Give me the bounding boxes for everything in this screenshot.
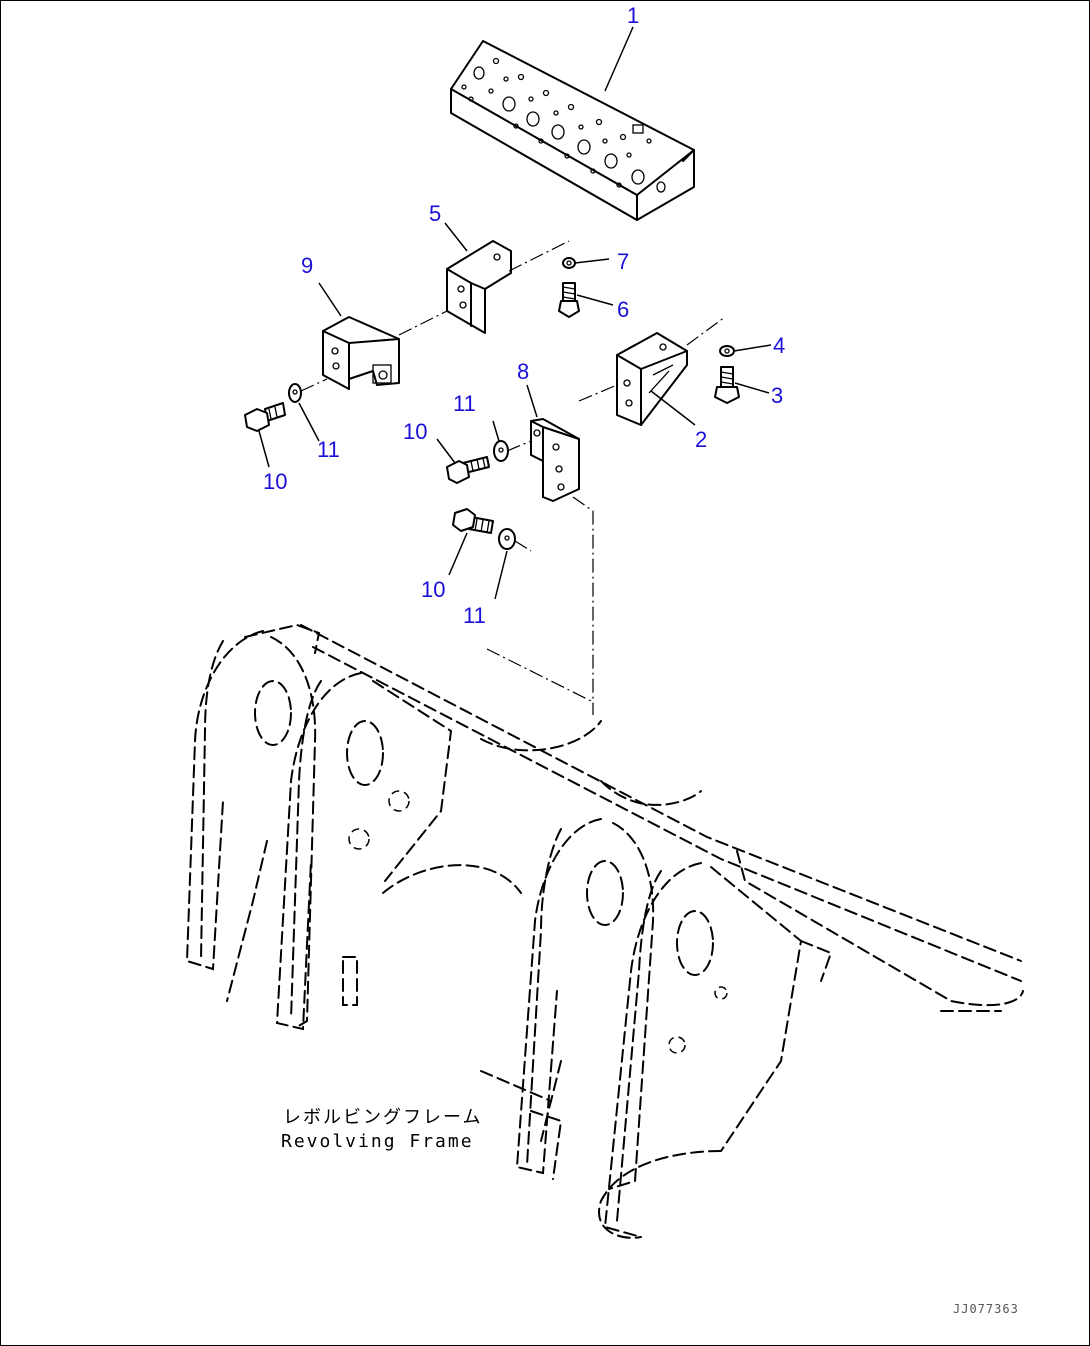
label-part-10-middle: 10 <box>403 419 427 444</box>
drawing-id: JJ077363 <box>953 1302 1019 1316</box>
bolt-part-10-lower <box>448 508 494 576</box>
washer-part-7 <box>562 257 610 269</box>
label-part-11-middle: 11 <box>453 391 476 416</box>
bracket-part-5 <box>444 222 512 334</box>
label-part-7: 7 <box>617 249 629 274</box>
frame-label-japanese: レボルビングフレーム <box>283 1107 482 1128</box>
bolt-part-3 <box>714 366 770 404</box>
centerlines <box>300 240 726 715</box>
label-part-4: 4 <box>773 333 785 358</box>
valve-block-part-1 <box>450 26 695 221</box>
label-part-11-lower: 11 <box>463 603 486 628</box>
bolt-part-6 <box>558 282 614 318</box>
label-part-10-left: 10 <box>263 469 287 494</box>
label-part-10-lower: 10 <box>421 577 445 602</box>
washer-part-4 <box>719 344 772 357</box>
washer-part-11-left <box>288 383 320 442</box>
label-part-9: 9 <box>301 253 313 278</box>
frame-label-english: Revolving Frame <box>281 1131 474 1152</box>
washer-part-11-lower <box>494 528 516 600</box>
bolt-part-10-middle <box>436 438 490 484</box>
bracket-part-2 <box>616 332 696 426</box>
bracket-part-9 <box>318 282 400 390</box>
bracket-part-8 <box>526 384 580 502</box>
label-part-11-left: 11 <box>317 437 340 462</box>
part-labels: 1 5 9 7 6 4 3 2 8 11 10 11 10 10 11 <box>263 3 785 628</box>
label-part-3: 3 <box>771 383 783 408</box>
label-part-1: 1 <box>627 3 639 28</box>
label-part-8: 8 <box>517 359 529 384</box>
washer-part-11-middle <box>492 420 509 462</box>
revolving-frame <box>185 623 1024 1239</box>
bolt-part-10-left <box>244 402 286 468</box>
label-part-2: 2 <box>695 427 707 452</box>
label-part-6: 6 <box>617 297 629 322</box>
label-part-5: 5 <box>429 201 441 226</box>
